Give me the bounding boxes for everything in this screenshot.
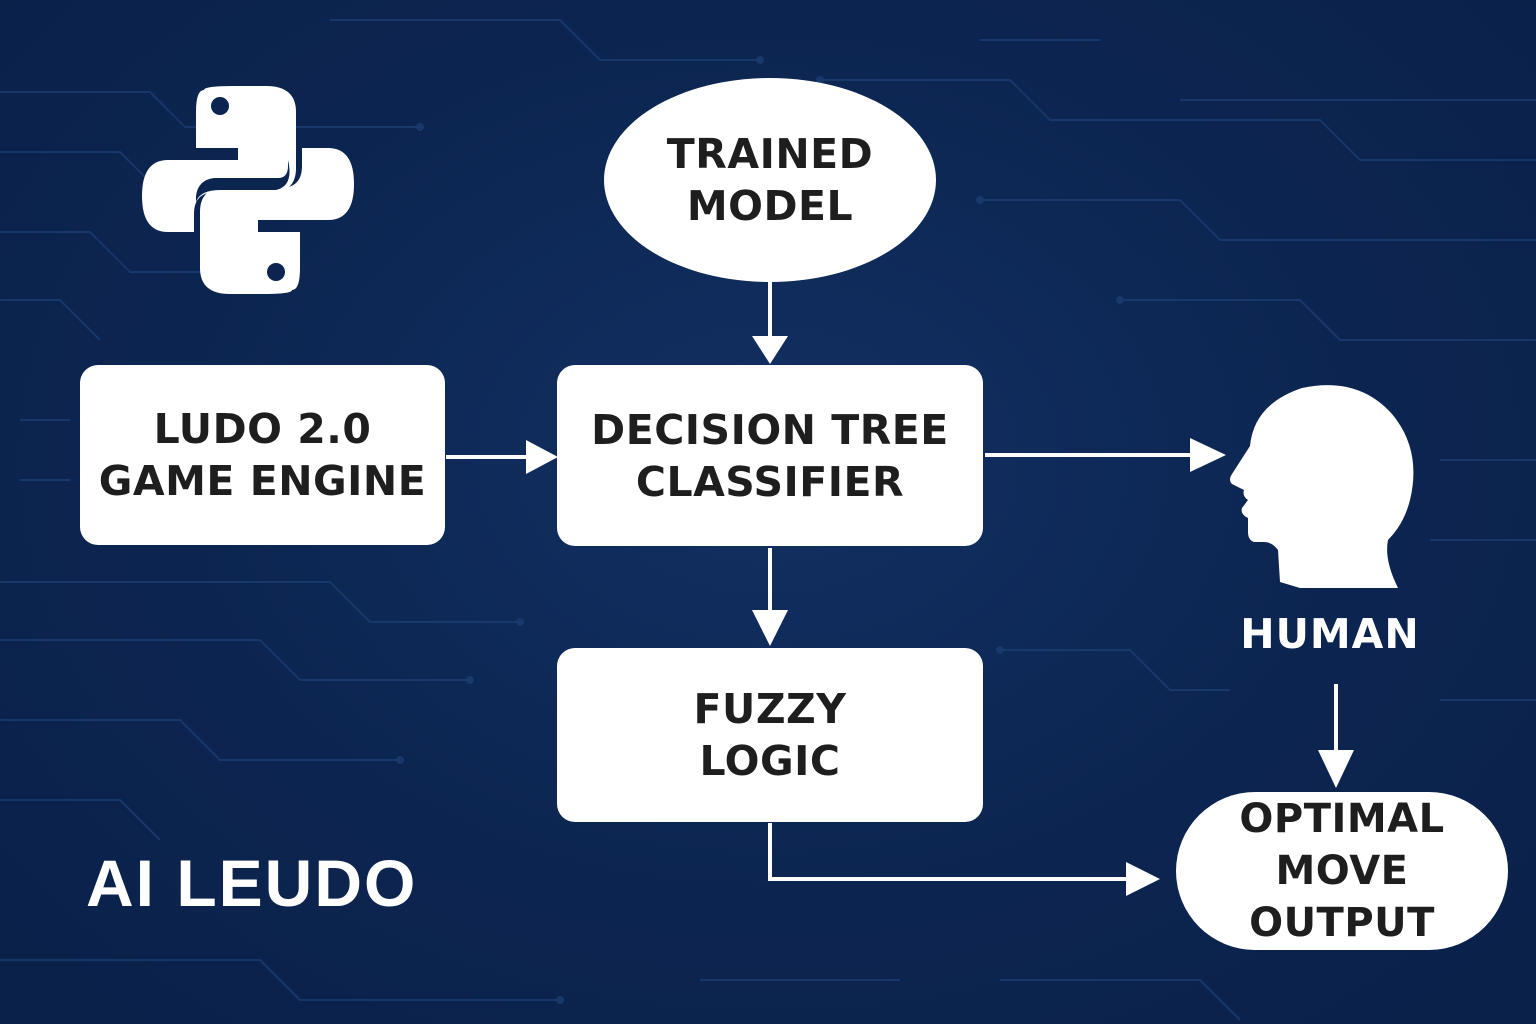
node-decision-tree: DECISION TREE CLASSIFIER [557,365,983,546]
arrowhead-fuzzy-to-output [1126,862,1160,896]
node-game-engine: LUDO 2.0 GAME ENGINE [80,365,445,545]
node-optimal-move-line1: OPTIMAL [1239,796,1445,842]
node-game-engine-line2: GAME ENGINE [98,457,427,505]
node-trained-model-line2: MODEL [686,182,854,230]
node-game-engine-line1: LUDO 2.0 [153,405,372,453]
arrowhead-engine-to-classifier [526,440,558,474]
node-fuzzy-logic-line2: LOGIC [699,737,841,785]
arrowhead-human-to-output [1318,750,1354,788]
node-trained-model-line1: TRAINED [666,130,874,178]
brand-wordmark: AI LEUDO [86,846,418,920]
node-optimal-move-output: OPTIMAL MOVE OUTPUT [1176,792,1508,950]
node-trained-model: TRAINED MODEL [604,78,936,282]
node-fuzzy-logic: FUZZY LOGIC [557,648,983,822]
node-optimal-move-line2: MOVE OUTPUT [1249,848,1435,946]
human-label: HUMAN [1240,610,1420,658]
human-head-icon [1230,385,1414,588]
arrowhead-classifier-to-fuzzy [752,610,788,646]
node-decision-tree-line1: DECISION TREE [591,405,949,454]
node-decision-tree-line2: CLASSIFIER [635,457,905,506]
node-fuzzy-logic-line1: FUZZY [693,685,847,733]
arrowhead-model-to-classifier [752,336,788,364]
python-logo-icon [142,86,354,294]
arrow-fuzzy-to-output [768,823,1128,881]
arrowhead-classifier-to-human [1190,438,1226,472]
